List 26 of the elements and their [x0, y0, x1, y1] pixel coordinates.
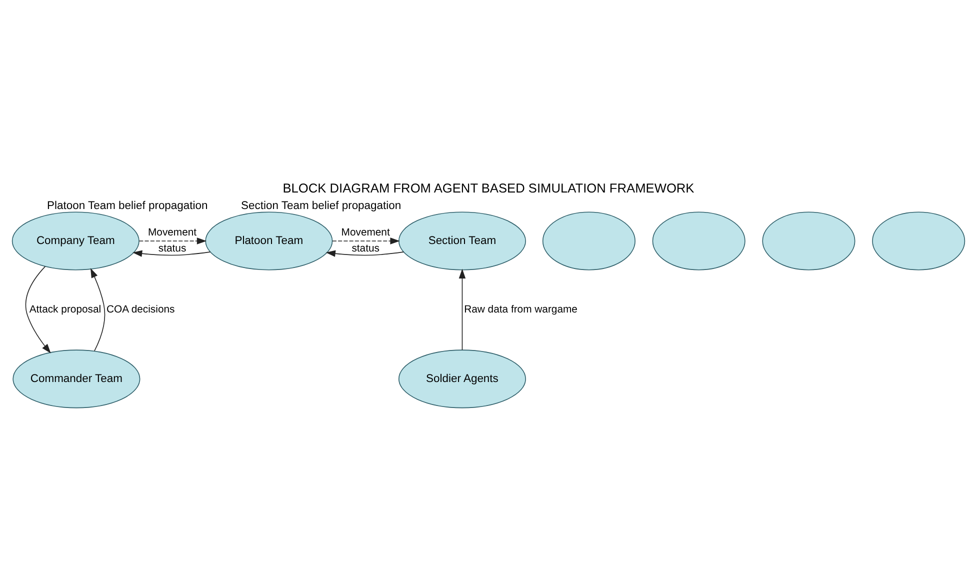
arrow — [138, 238, 207, 244]
arrow — [90, 268, 106, 352]
arrow — [326, 250, 404, 257]
node-label: Section Team belief propagation — [241, 200, 402, 212]
node-ellipse: Platoon Team — [205, 212, 333, 270]
node-ellipse: Commander Team — [12, 350, 140, 408]
node-ellipse — [762, 212, 856, 270]
node-ellipse — [542, 212, 636, 270]
edge-label: COA decisions — [106, 304, 175, 316]
node-ellipse: Soldier Agents — [398, 350, 526, 408]
arrow — [332, 238, 400, 244]
node-ellipse: Section Team — [398, 212, 526, 270]
edge-label: Movement — [148, 228, 197, 239]
arrow — [25, 266, 51, 354]
edge-label: status — [352, 244, 380, 255]
arrow — [132, 250, 211, 257]
edge-label: status — [158, 244, 186, 255]
edge-label: Attack proposal — [29, 304, 102, 316]
edge-label: Raw data from wargame — [464, 304, 578, 316]
node-ellipse: Company Team — [12, 212, 140, 270]
arrow — [458, 268, 466, 350]
edge-label: Movement — [341, 228, 390, 239]
node-ellipse — [652, 212, 746, 270]
node-ellipse — [872, 212, 966, 270]
node-label: Platoon Team belief propagation — [47, 200, 208, 212]
diagram-title: BLOCK DIAGRAM FROM AGENT BASED SIMULATION FRAMEWORK — [282, 180, 694, 196]
